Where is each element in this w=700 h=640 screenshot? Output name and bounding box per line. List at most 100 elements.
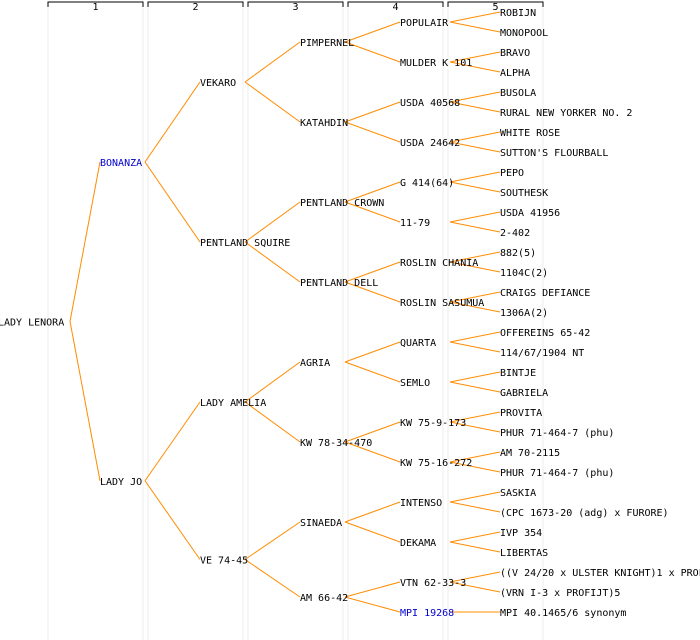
variety-name: G 414(64) [400, 178, 454, 189]
pedigree-connector [449, 531, 501, 543]
variety-name: (VRN I-3 x PROFIJT)5 [500, 588, 620, 599]
variety-name: LIBERTAS [500, 548, 548, 559]
variety-name: ROSLIN CHANIA [400, 258, 478, 269]
pedigree-connector [449, 301, 501, 313]
pedigree-connector [449, 21, 501, 33]
variety-name: KW 75-16-272 [400, 458, 472, 469]
variety-name: PHUR 71-464-7 (phu) [500, 468, 614, 479]
variety-name: OFFEREINS 65-42 [500, 328, 590, 339]
variety-name: 1306A(2) [500, 308, 548, 319]
pedigree-connector [449, 371, 501, 383]
variety-name: PHUR 71-464-7 (phu) [500, 428, 614, 439]
variety-name: PEPO [500, 168, 524, 179]
pedigree-connector [449, 341, 501, 353]
variety-link[interactable]: MPI 19268 [400, 608, 454, 619]
pedigree-connector [244, 201, 301, 243]
variety-name: 2-402 [500, 228, 530, 239]
pedigree-connector [144, 480, 201, 560]
pedigree-connector [344, 361, 401, 383]
pedigree-connector [449, 51, 501, 63]
pedigree-connector [449, 61, 501, 73]
variety-name: VEKARO [200, 78, 236, 89]
variety-name: KATAHDIN [300, 118, 348, 129]
variety-name: MULDER K 101 [400, 58, 472, 69]
pedigree-connector [344, 596, 401, 613]
generation-bracket [147, 1, 244, 7]
variety-name: KW 75-9-173 [400, 418, 466, 429]
pedigree-connectors [69, 11, 501, 613]
variety-name: 114/67/1904 NT [500, 348, 584, 359]
variety-link[interactable]: BONANZA [100, 158, 142, 169]
pedigree-connector [344, 21, 401, 43]
pedigree-connector [144, 81, 201, 163]
pedigree-connector [344, 281, 401, 303]
pedigree-connector [449, 541, 501, 553]
variety-name: SASKIA [500, 488, 536, 499]
variety-name: AGRIA [300, 358, 330, 369]
pedigree-connector [144, 401, 201, 482]
pedigree-connector [244, 241, 301, 283]
pedigree-connector [244, 521, 301, 560]
pedigree-connector [449, 131, 501, 143]
variety-name: USDA 40568 [400, 98, 460, 109]
generation-number: 1 [92, 2, 98, 13]
variety-name: 1104C(2) [500, 268, 548, 279]
pedigree-connector [344, 521, 401, 543]
generation-number: 2 [192, 2, 198, 13]
pedigree-connector [449, 571, 501, 583]
pedigree-connector [449, 171, 501, 183]
variety-name: USDA 41956 [500, 208, 560, 219]
generation-bracket [447, 1, 544, 7]
generation-grid [47, 8, 544, 640]
variety-name: BRAVO [500, 48, 530, 59]
pedigree-connector [449, 91, 501, 103]
variety-name: BUSOLA [500, 88, 536, 99]
variety-name: GABRIELA [500, 388, 548, 399]
variety-name: MPI 40.1465/6 synonym [500, 608, 626, 619]
variety-name: RURAL NEW YORKER NO. 2 [500, 108, 632, 119]
pedigree-connector [449, 491, 501, 503]
pedigree-connector [344, 201, 401, 223]
variety-name: PIMPERNEL [300, 38, 354, 49]
variety-name: ROBIJN [500, 8, 536, 19]
variety-name: PENTLAND SQUIRE [200, 238, 290, 249]
pedigree-connector [344, 341, 401, 363]
pedigree-connector [449, 251, 501, 263]
variety-name: (CPC 1673-20 (adg) x FURORE) [500, 508, 669, 519]
pedigree-connector [449, 451, 501, 463]
pedigree-connector [449, 501, 501, 513]
variety-name: KW 78-34-470 [300, 438, 372, 449]
pedigree-connector [449, 381, 501, 393]
variety-name: LADY AMELIA [200, 398, 266, 409]
variety-name: PENTLAND DELL [300, 278, 378, 289]
pedigree-connector [449, 261, 501, 273]
pedigree-connector [244, 559, 301, 598]
variety-name: ALPHA [500, 68, 530, 79]
pedigree-connector [449, 461, 501, 473]
pedigree-connector [344, 101, 401, 123]
pedigree-connector [344, 41, 401, 63]
variety-name: WHITE ROSE [500, 128, 560, 139]
pedigree-connector [449, 331, 501, 343]
generation-bracket [47, 1, 144, 7]
variety-name: SINAEDA [300, 518, 342, 529]
variety-name: QUARTA [400, 338, 436, 349]
variety-name: IVP 354 [500, 528, 542, 539]
pedigree-connector [344, 181, 401, 203]
pedigree-connector [449, 211, 501, 223]
pedigree-connector [244, 361, 301, 403]
pedigree-connector [449, 291, 501, 303]
variety-name: 882(5) [500, 248, 536, 259]
variety-name: PENTLAND CROWN [300, 198, 384, 209]
variety-name: SUTTON'S FLOURBALL [500, 148, 608, 159]
variety-name: AM 70-2115 [500, 448, 560, 459]
pedigree-connector [449, 181, 501, 193]
pedigree-connector [449, 141, 501, 153]
variety-name: ROSLIN SASUMUA [400, 298, 484, 309]
pedigree-connector [449, 101, 501, 113]
pedigree-connector [69, 321, 101, 481]
variety-name: LADY JO [100, 477, 142, 488]
variety-name: 11-79 [400, 218, 430, 229]
